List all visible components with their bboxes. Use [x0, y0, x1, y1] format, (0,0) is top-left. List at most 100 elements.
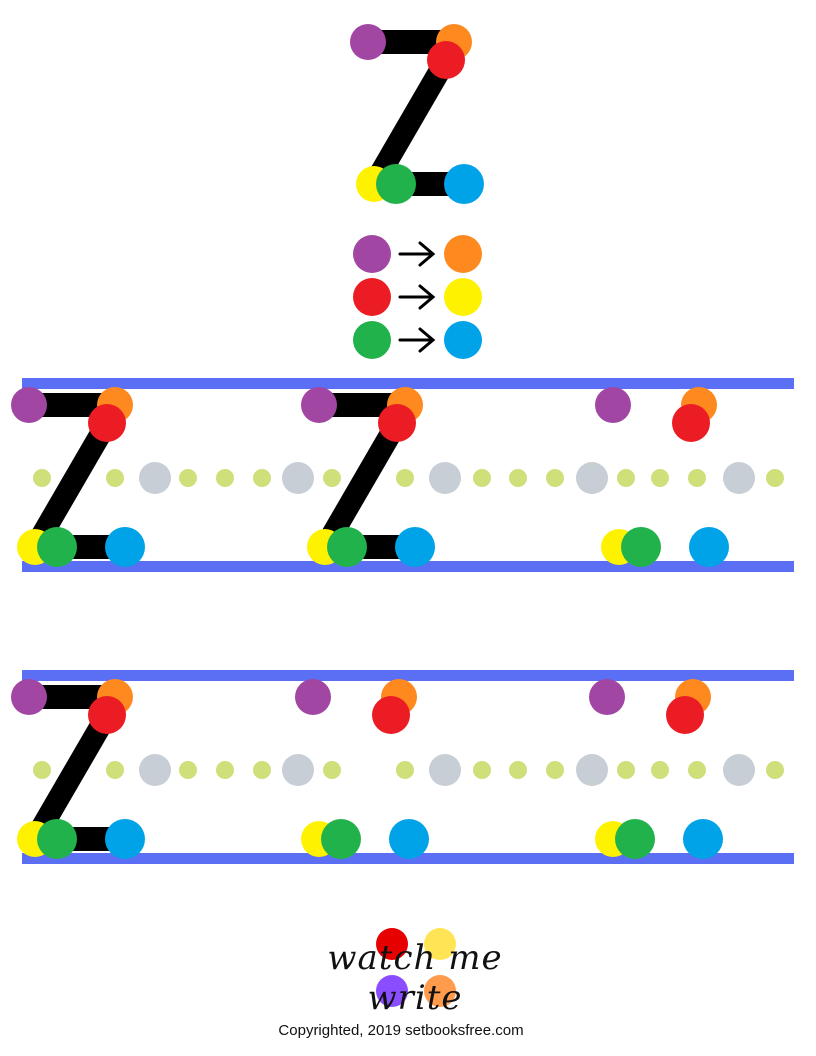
midline-green-dot	[688, 469, 706, 487]
logo-dot-yellow	[424, 928, 456, 960]
legend-to-dot	[444, 321, 482, 359]
arrow-icon	[398, 241, 436, 267]
midline-green-dot	[33, 761, 51, 779]
midline-green-dot	[179, 761, 197, 779]
start-dot-purple	[589, 679, 625, 715]
end-dot-blue	[395, 527, 435, 567]
end-dot-blue	[444, 164, 484, 204]
midline-gray-dot	[723, 754, 755, 786]
start-dot-green	[327, 527, 367, 567]
logo-dot-red	[376, 928, 408, 960]
stroke-diagonal	[25, 417, 117, 553]
top-rule-line	[22, 378, 794, 389]
midline-green-dot	[323, 469, 341, 487]
start-dot-red	[666, 696, 704, 734]
end-dot-blue	[683, 819, 723, 859]
legend-from-dot	[353, 235, 391, 273]
start-dot-green	[37, 819, 77, 859]
start-dot-purple	[11, 679, 47, 715]
midline-gray-dot	[576, 462, 608, 494]
start-dot-purple	[595, 387, 631, 423]
start-dot-green	[321, 819, 361, 859]
midline-gray-dot	[576, 754, 608, 786]
end-dot-blue	[105, 527, 145, 567]
midline-green-dot	[617, 469, 635, 487]
midline-green-dot	[509, 469, 527, 487]
legend-to-dot	[444, 278, 482, 316]
stroke-diagonal	[315, 417, 407, 553]
midline-green-dot	[688, 761, 706, 779]
logo-dot-purple	[376, 975, 408, 1007]
practice-row	[11, 378, 794, 572]
start-dot-red	[372, 696, 410, 734]
midline-green-dot	[473, 469, 491, 487]
stroke-diagonal	[25, 709, 117, 845]
copyright-notice: Copyrighted, 2019 setbooksfree.com	[278, 1022, 524, 1039]
practice-row	[11, 670, 794, 864]
legend-from-dot	[353, 278, 391, 316]
midline-green-dot	[106, 761, 124, 779]
start-dot-red	[88, 404, 126, 442]
legend-from-dot	[353, 321, 391, 359]
end-dot-blue	[689, 527, 729, 567]
letter-z-traced	[301, 387, 435, 567]
start-dot-purple	[11, 387, 47, 423]
legend-row	[353, 235, 482, 273]
midline-green-dot	[253, 761, 271, 779]
midline-green-dot	[253, 469, 271, 487]
start-dot-green	[615, 819, 655, 859]
midline-green-dot	[323, 761, 341, 779]
start-dot-purple	[301, 387, 337, 423]
start-dot-red	[378, 404, 416, 442]
baseline-rule-line	[22, 561, 794, 572]
start-dot-green	[37, 527, 77, 567]
midline-gray-dot	[139, 462, 171, 494]
arrow-icon	[398, 284, 436, 310]
letter-z-traced	[11, 387, 145, 567]
legend-row	[353, 278, 482, 316]
midline-green-dot	[473, 761, 491, 779]
letter-z-dots-only	[589, 679, 723, 859]
legend-row	[353, 321, 482, 359]
midline-green-dot	[766, 761, 784, 779]
start-dot-red	[427, 41, 465, 79]
midline-green-dot	[216, 469, 234, 487]
letter-z-dots-only	[595, 387, 729, 567]
start-dot-green	[376, 164, 416, 204]
end-dot-blue	[105, 819, 145, 859]
midline-green-dot	[509, 761, 527, 779]
end-dot-blue	[389, 819, 429, 859]
midline-green-dot	[651, 469, 669, 487]
midline-green-dot	[651, 761, 669, 779]
legend-to-dot	[444, 235, 482, 273]
logo-dots	[376, 928, 456, 1007]
start-dot-red	[88, 696, 126, 734]
letter-z-traced	[350, 24, 484, 204]
midline-green-dot	[617, 761, 635, 779]
top-rule-line	[22, 670, 794, 681]
midline-green-dot	[396, 761, 414, 779]
midline-gray-dot	[282, 754, 314, 786]
stroke-diagonal	[364, 54, 456, 190]
letter-z-dots-only	[295, 679, 429, 859]
midline-green-dot	[179, 469, 197, 487]
midline-green-dot	[396, 469, 414, 487]
start-dot-red	[672, 404, 710, 442]
start-dot-green	[621, 527, 661, 567]
letter-z-traced	[11, 679, 145, 859]
start-dot-purple	[350, 24, 386, 60]
logo-dot-orange	[424, 975, 456, 1007]
midline-gray-dot	[429, 754, 461, 786]
midline-green-dot	[33, 469, 51, 487]
arrow-icon	[398, 327, 436, 353]
midline-green-dot	[216, 761, 234, 779]
start-dot-purple	[295, 679, 331, 715]
midline-gray-dot	[723, 462, 755, 494]
midline-gray-dot	[139, 754, 171, 786]
midline-green-dot	[766, 469, 784, 487]
midline-green-dot	[106, 469, 124, 487]
stroke-order-legend	[353, 235, 482, 359]
model-letter-z	[350, 24, 484, 204]
midline-green-dot	[546, 761, 564, 779]
